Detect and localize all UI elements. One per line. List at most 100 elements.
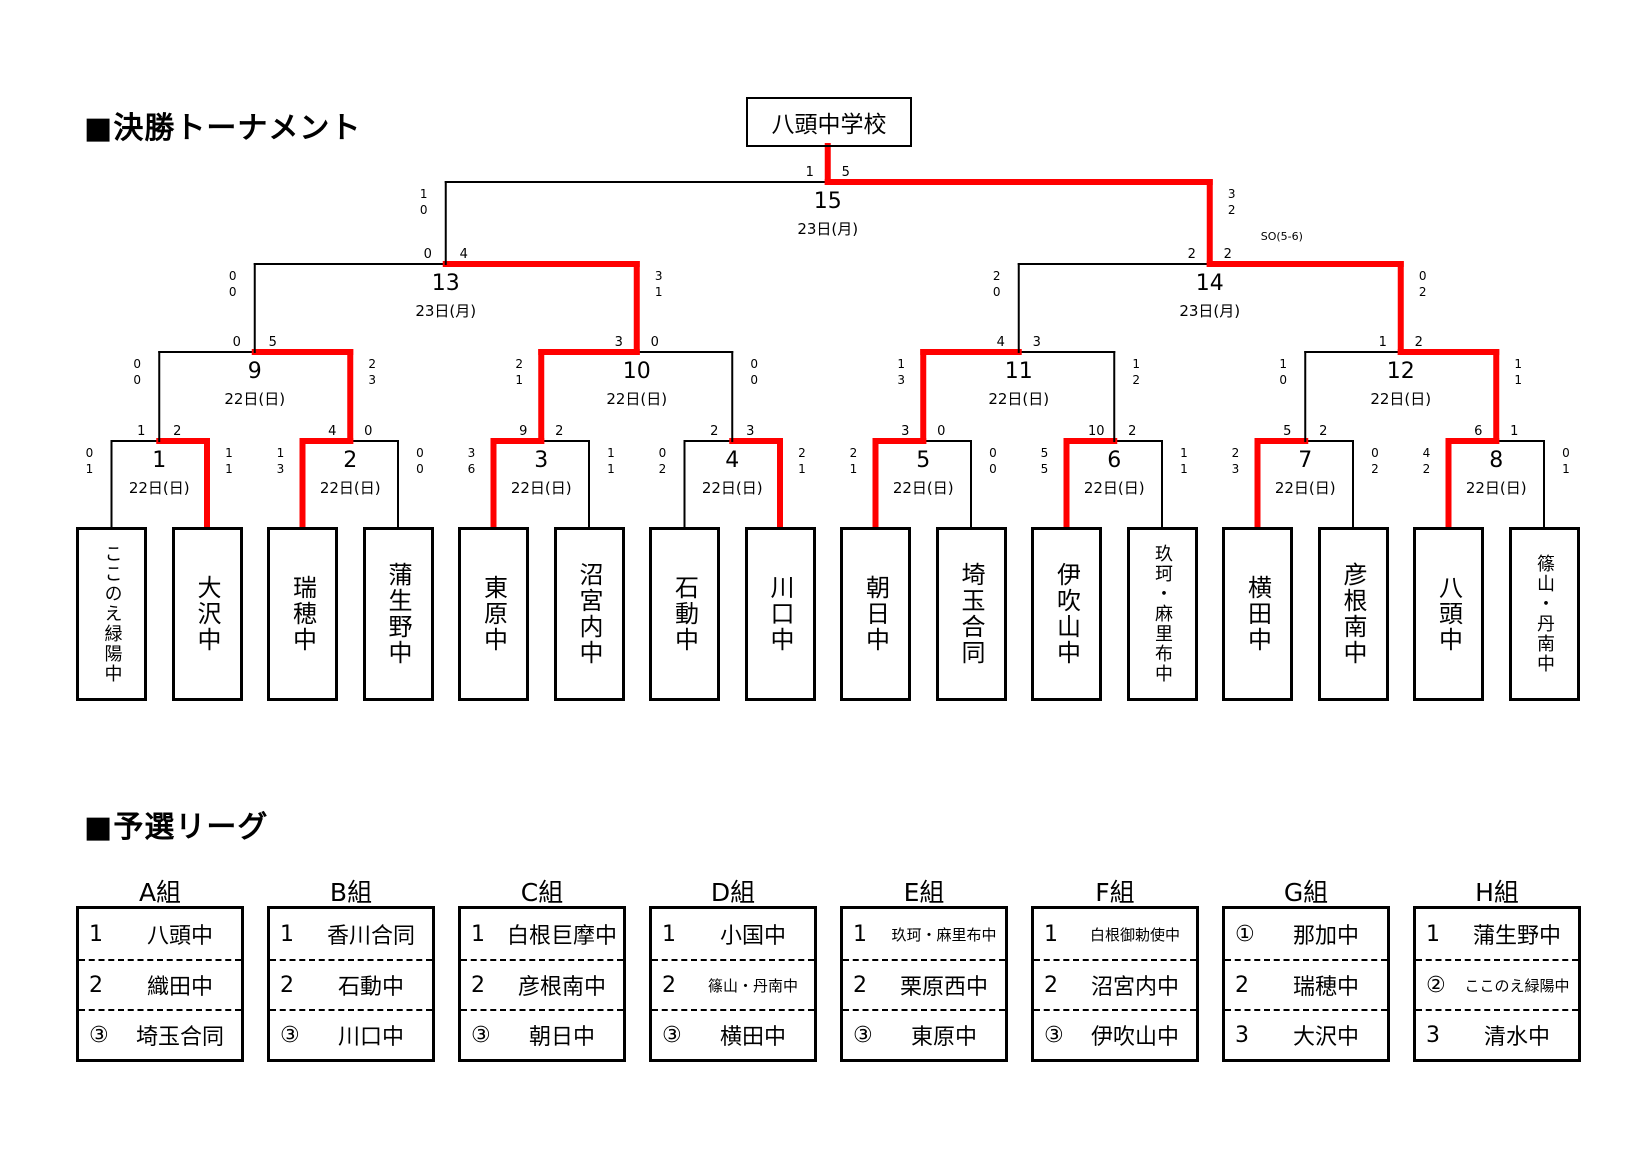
half-score-right: 2: [1132, 373, 1140, 387]
score-right: 0: [364, 424, 372, 439]
half-score-left: 0: [229, 269, 237, 283]
half-score-left: 0: [133, 373, 141, 387]
score-left: 3: [901, 424, 909, 439]
half-score-left: 5: [1041, 446, 1049, 460]
team-name: 彦根南中: [1339, 562, 1367, 666]
half-score-left: 3: [468, 446, 476, 460]
group-team-name: 小国中: [719, 924, 786, 949]
half-score-left: 2: [993, 269, 1001, 283]
group-rank: ③: [853, 1022, 873, 1048]
half-score-right: 2: [798, 446, 806, 460]
score-right: 0: [937, 424, 945, 439]
group-rank: 1: [662, 921, 676, 947]
team-name: 朝日中: [861, 575, 890, 653]
half-score-right: 1: [1180, 462, 1188, 476]
half-score-left: 0: [1279, 373, 1287, 387]
score-left: 4: [997, 335, 1005, 350]
half-score-left: 3: [277, 462, 285, 476]
half-score-right: 1: [1180, 446, 1188, 460]
match-number: 4: [725, 448, 739, 473]
team-name: 東原中: [479, 575, 508, 653]
group-rank: 3: [1235, 1022, 1249, 1048]
group-rank: 2: [89, 972, 103, 998]
team-box: 横田中: [1222, 527, 1293, 701]
half-score-right: 3: [1228, 187, 1236, 201]
match-date: 22日(日): [1084, 479, 1145, 497]
group-team-name: 大沢中: [1292, 1025, 1359, 1050]
group-team-name: 香川合同: [326, 924, 415, 949]
tournament-heading: ■決勝トーナメント: [84, 111, 362, 146]
half-score-right: 2: [1228, 203, 1236, 217]
score-left: 0: [424, 247, 432, 262]
half-score-right: 0: [416, 462, 424, 476]
half-score-right: 0: [989, 446, 997, 460]
half-score-left: 2: [1423, 462, 1431, 476]
half-score-left: 0: [133, 357, 141, 371]
group-team-name: 川口中: [337, 1025, 404, 1050]
group-title: G組: [1283, 878, 1329, 907]
half-score-right: 3: [368, 373, 376, 387]
group-rank: 1: [471, 921, 485, 947]
half-score-right: 1: [1514, 373, 1522, 387]
score-right: 0: [651, 335, 659, 350]
score-left: 3: [615, 335, 623, 350]
team-name: ここのえ緑陽中: [101, 544, 123, 684]
half-score-right: 1: [1562, 462, 1570, 476]
half-score-left: 2: [515, 357, 523, 371]
half-score-right: 0: [989, 462, 997, 476]
half-score-left: 2: [1232, 446, 1240, 460]
group-title: D組: [710, 878, 756, 907]
group-rank: 1: [280, 921, 294, 947]
team-name: 川口中: [766, 575, 794, 653]
team-box: 大沢中: [171, 527, 243, 701]
shootout-note: SO(5-6): [1261, 230, 1303, 243]
half-score-left: 0: [229, 285, 237, 299]
match-date: 23日(月): [797, 220, 858, 238]
group-rank: ③: [280, 1022, 300, 1048]
group-row: 1 小国中: [652, 909, 814, 959]
half-score-left: 0: [993, 285, 1001, 299]
score-left: 1: [1379, 335, 1387, 350]
score-left: 1: [806, 165, 814, 180]
score-right: 5: [842, 165, 850, 180]
league-heading: ■予選リーグ: [84, 810, 269, 845]
group-rank: 2: [1235, 972, 1249, 998]
match-date: 22日(日): [1466, 479, 1527, 497]
half-score-right: 0: [416, 446, 424, 460]
group-title: A組: [138, 878, 182, 907]
half-score-left: 1: [277, 446, 285, 460]
group-rank: ③: [471, 1022, 491, 1048]
half-score-right: 2: [1419, 285, 1427, 299]
group-rank: 2: [471, 972, 485, 998]
team-box: 伊吹山中: [1031, 527, 1102, 701]
team-box: ここのえ緑陽中: [76, 527, 147, 701]
score-right: 3: [746, 424, 754, 439]
team-box: 玖珂・麻里布中: [1126, 527, 1198, 701]
half-score-left: 6: [468, 462, 476, 476]
team-name: 横田中: [1243, 575, 1272, 653]
match-number: 3: [534, 448, 548, 473]
group-rank: ③: [89, 1022, 109, 1048]
score-right: 2: [1319, 424, 1327, 439]
team-box: 沼宮内中: [553, 527, 625, 701]
group-row: 1 香川合同: [270, 909, 432, 959]
group-rank: 1: [1426, 921, 1440, 947]
half-score-left: 4: [1423, 446, 1431, 460]
group-title: C組: [520, 878, 564, 907]
half-score-right: 2: [1371, 462, 1379, 476]
group-row: ③ 川口中: [270, 1009, 432, 1059]
group-team-name: 埼玉合同: [135, 1025, 224, 1050]
team-name: 蒲生野中: [384, 562, 412, 666]
match-date: 22日(日): [320, 479, 381, 497]
half-score-left: 0: [420, 203, 428, 217]
